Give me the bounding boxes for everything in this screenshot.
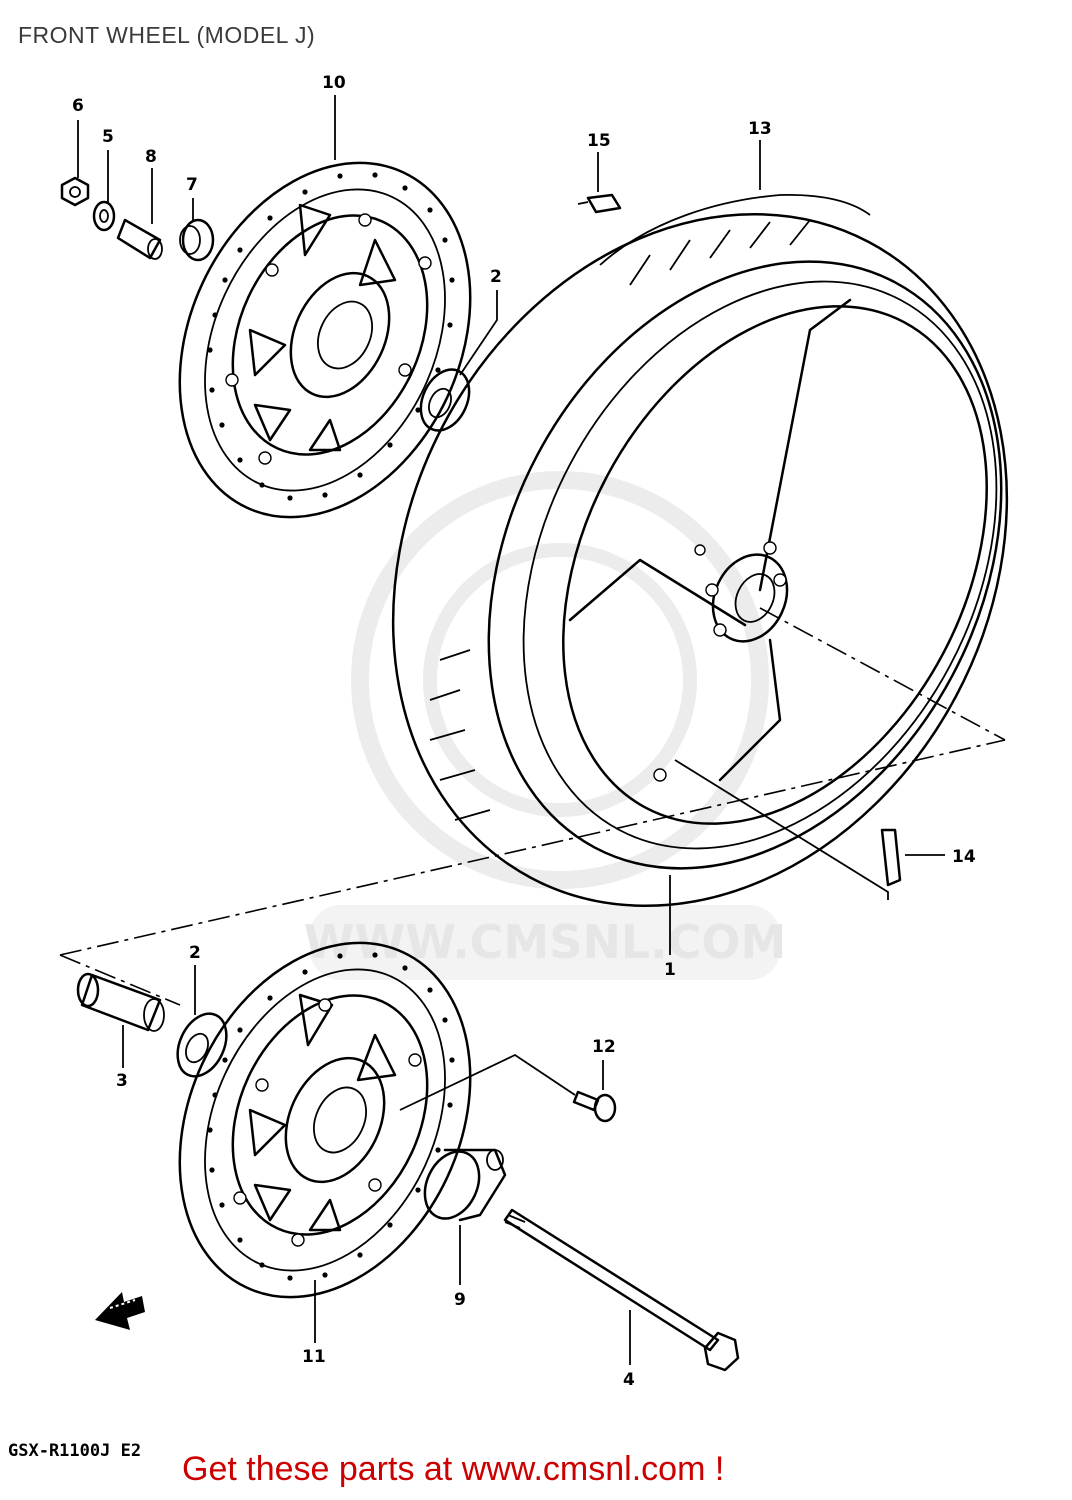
callout-2-lower: 2 (189, 943, 201, 963)
callout-2-upper: 2 (490, 267, 502, 287)
callout-6: 6 (72, 96, 84, 116)
brake-disc-upper (178, 161, 472, 519)
watermark: WWW.CMSNL.COM (304, 471, 787, 980)
disc-bolt (572, 1090, 617, 1123)
page-title: FRONT WHEEL (MODEL J) (18, 22, 316, 48)
axle-nut (60, 176, 90, 207)
leader-lines (59, 95, 1006, 1365)
callout-14: 14 (952, 847, 976, 867)
callout-8: 8 (145, 147, 157, 167)
balancer-weight (577, 193, 622, 214)
callout-7: 7 (186, 175, 198, 195)
front-axle (503, 1208, 740, 1372)
wheel-assembly (391, 194, 1009, 908)
callout-15: 15 (587, 131, 611, 151)
washer (92, 200, 116, 232)
front-direction-arrow-icon (95, 1292, 145, 1330)
spacer-lower (76, 972, 165, 1032)
axle-collar (423, 1148, 507, 1222)
callout-10: 10 (322, 73, 346, 93)
promo-link[interactable]: Get these parts at www.cmsnl.com ! (182, 1450, 725, 1488)
callout-13: 13 (748, 119, 772, 139)
spacer-upper (116, 218, 163, 260)
callout-4: 4 (623, 1370, 635, 1390)
bearing-lower (176, 1012, 228, 1078)
callout-12: 12 (592, 1037, 616, 1057)
part-callouts: 1 2 2 3 4 5 6 7 8 9 10 11 12 13 14 15 (72, 73, 976, 1390)
callout-9: 9 (454, 1290, 466, 1310)
brake-disc-lower (178, 941, 472, 1299)
dust-seal-upper (179, 218, 215, 262)
model-code: GSX-R1100J E2 (8, 1441, 142, 1461)
watermark-text: WWW.CMSNL.COM (304, 915, 787, 969)
tire-valve (880, 828, 945, 887)
callout-1: 1 (664, 960, 676, 980)
callout-11: 11 (302, 1347, 326, 1367)
bearing-upper (419, 368, 471, 432)
callout-5: 5 (102, 127, 114, 147)
callout-3: 3 (116, 1071, 128, 1091)
